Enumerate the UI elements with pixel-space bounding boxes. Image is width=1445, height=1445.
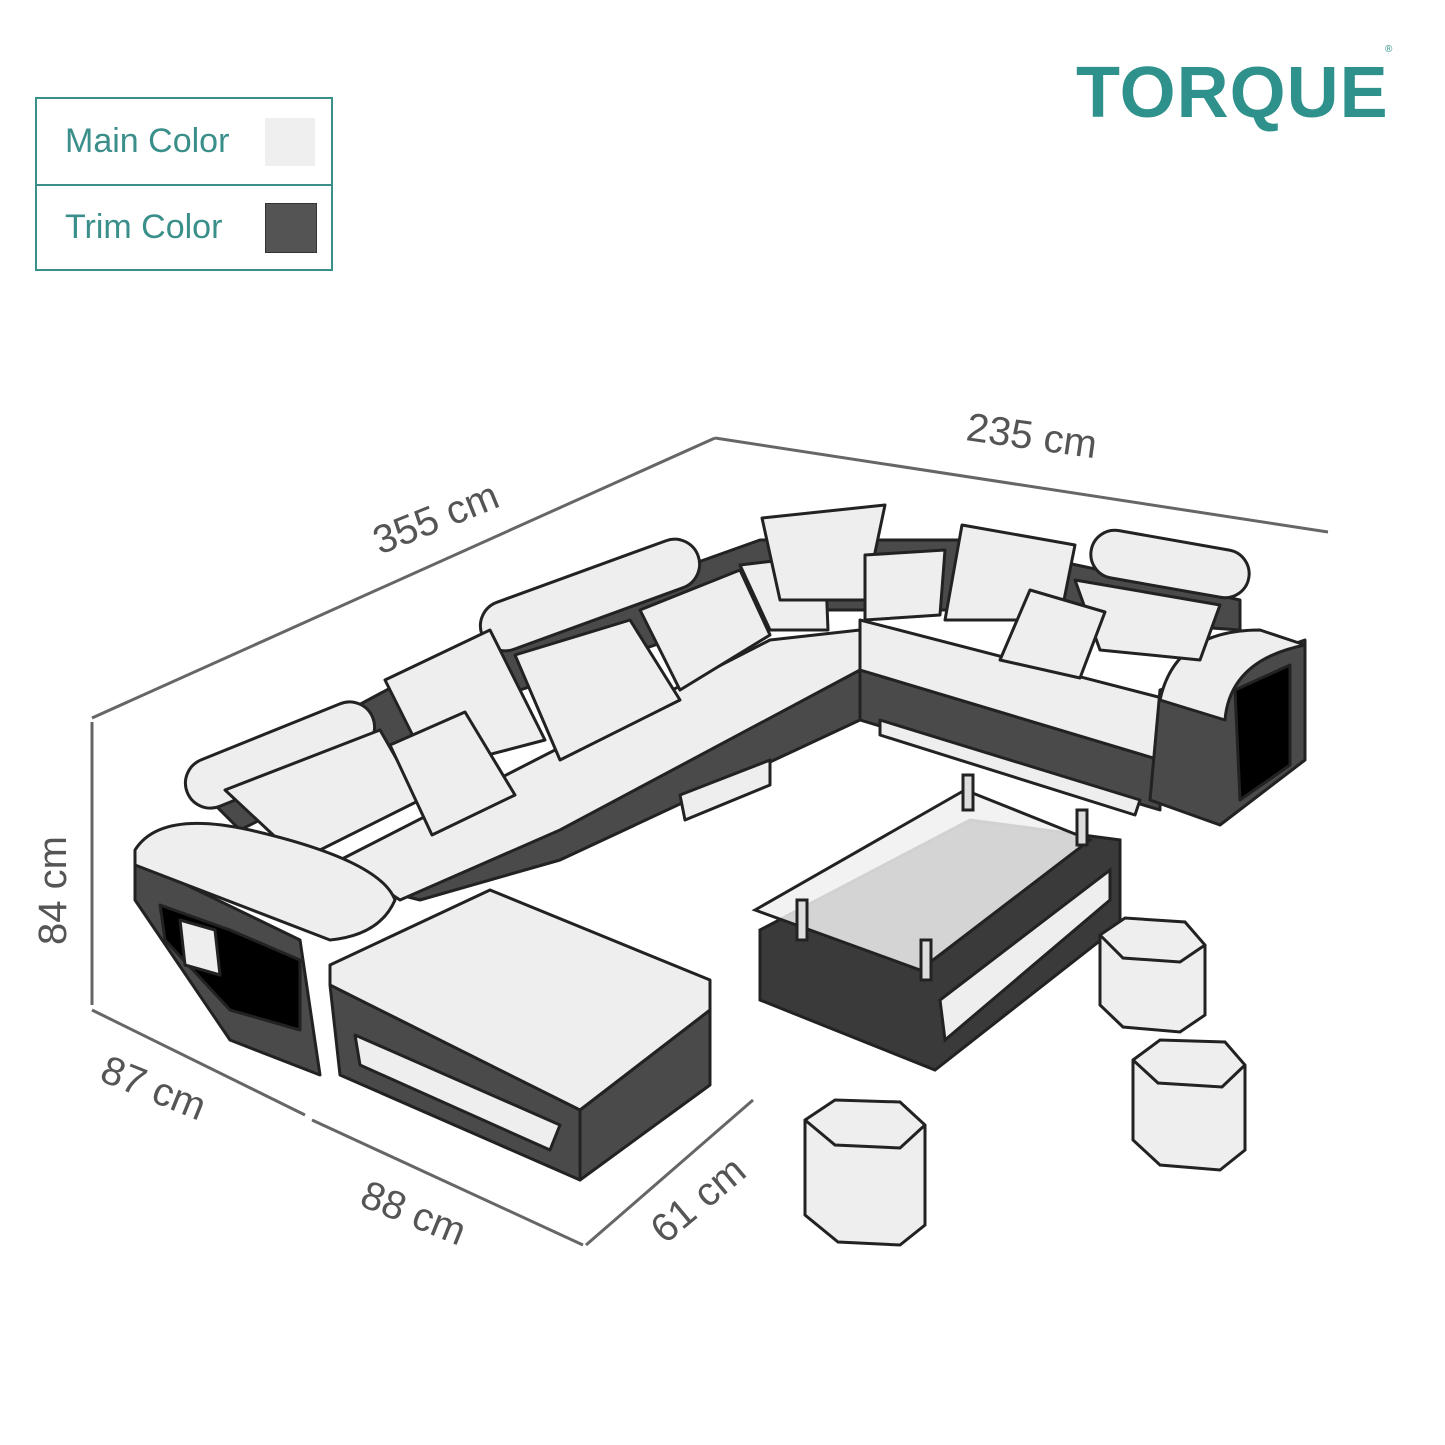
headrest (1089, 528, 1251, 600)
main-color-swatch (265, 117, 315, 166)
chaise-seat (328, 888, 712, 1112)
dim-label-235: 235 cm (964, 405, 1100, 467)
dim-label-355: 355 cm (367, 473, 505, 563)
dim-line-235 (714, 436, 1329, 534)
pillow (863, 548, 947, 622)
ottomans (803, 916, 1247, 1247)
right-arm-storage (1233, 663, 1292, 802)
sofa (133, 503, 1307, 1182)
ottoman-edge (1131, 1058, 1247, 1089)
light-strip (678, 758, 772, 822)
registered-mark: ® (1385, 44, 1393, 55)
legend-trim-color: Trim Color (37, 184, 331, 269)
sofa-seat-left (338, 628, 862, 902)
ottoman (1131, 1038, 1247, 1172)
pillow (388, 710, 517, 837)
left-armrest (133, 821, 397, 942)
trim-color-swatch (265, 202, 317, 253)
dim-line-61 (585, 1098, 754, 1247)
legend-label: Trim Color (65, 208, 223, 246)
ottoman (1098, 916, 1207, 1034)
table-glass-top (751, 788, 1094, 972)
dim-line-88 (311, 1118, 584, 1247)
table-post (961, 773, 975, 812)
table-post (795, 898, 809, 942)
dim-line-87 (91, 1008, 306, 1117)
color-legend: Main Color Trim Color (35, 97, 333, 271)
left-arm-hexagon (178, 918, 222, 977)
ottoman-edge (1098, 933, 1206, 964)
back-cushion (638, 568, 772, 692)
legend-main-color: Main Color (37, 99, 331, 184)
brand-logo: TORQUE (1076, 53, 1389, 133)
ottoman (803, 1098, 927, 1247)
coffee-table (751, 773, 1122, 1072)
legend-label: Main Color (65, 122, 230, 160)
dim-line-355 (91, 436, 716, 720)
dim-label-61: 61 cm (643, 1148, 755, 1252)
dim-label-84: 84 cm (31, 836, 75, 945)
back-cushion (513, 618, 682, 762)
pillow (998, 588, 1107, 680)
light-strip (878, 718, 1142, 817)
chaise-light-strip (353, 1033, 562, 1152)
dimension-lines (90, 436, 1329, 1247)
ottoman-edge (804, 1118, 927, 1150)
table-light (938, 866, 1112, 1043)
table-post (1075, 808, 1089, 847)
table-post (919, 938, 933, 982)
